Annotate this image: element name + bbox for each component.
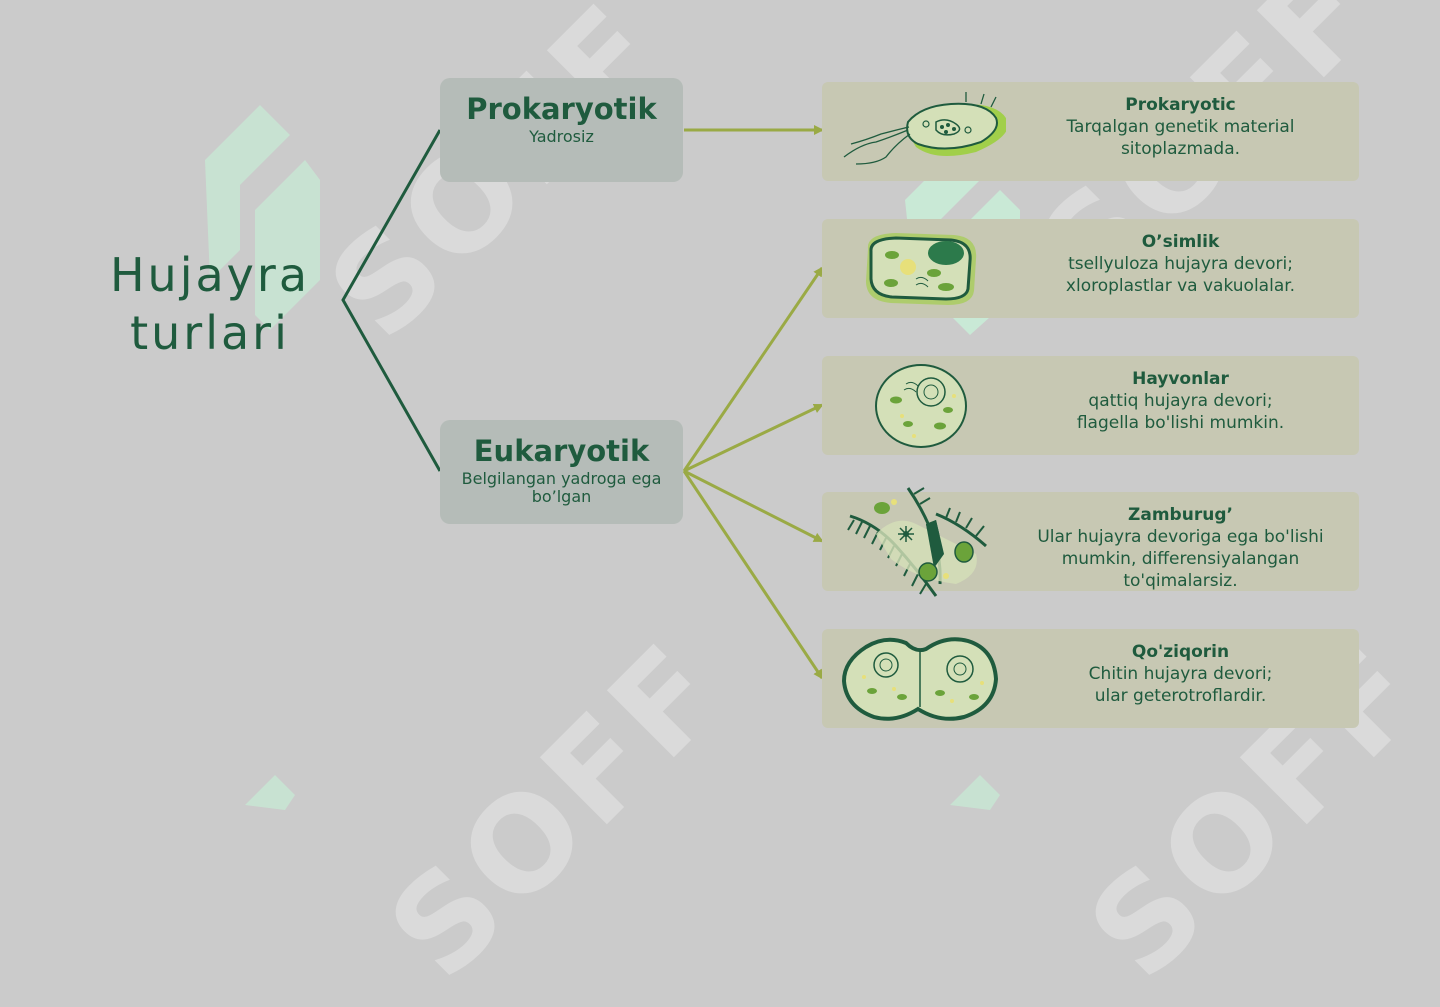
card-title: Qo'ziqorin <box>1131 642 1230 662</box>
plant-cell-icon <box>866 233 977 305</box>
card-title: Hayvonlar <box>1132 369 1229 389</box>
card-fungi: Zamburug’ Ular hujayra devoriga ega bo'l… <box>822 487 1359 597</box>
card-desc-line: qattiq hujayra devori; <box>1088 391 1273 411</box>
category-title: Prokaryotik <box>466 92 657 126</box>
card-plant: O’simlik tsellyuloza hujayra devori; xlo… <box>822 219 1359 318</box>
card-desc-line: Tarqalgan genetik material <box>1066 117 1295 137</box>
card-text: Qo'ziqorin Chitin hujayra devori; ular g… <box>1018 641 1343 707</box>
card-title: Prokaryotic <box>1125 95 1236 115</box>
connector-lines <box>341 125 824 680</box>
card-desc-line: xloroplastlar va vakuolalar. <box>1065 276 1296 296</box>
category-subtitle: Belgilangan yadroga ega bo’lgan <box>461 469 662 506</box>
card-desc-line: sitoplazmada. <box>1120 139 1241 159</box>
card-desc-line: mumkin, differensiyalangan <box>1061 549 1300 569</box>
card-title: Zamburug’ <box>1128 505 1233 525</box>
card-desc-line: tsellyuloza hujayra devori; <box>1068 254 1293 274</box>
bacterium-icon <box>843 92 1006 165</box>
card-desc-line: Ular hujayra devoriga ega bo'lishi <box>1037 527 1324 547</box>
card-desc-line: Chitin hujayra devori; <box>1088 664 1273 684</box>
main-title-line2: turlari <box>130 306 290 360</box>
card-title: O’simlik <box>1141 232 1220 252</box>
animal-cell-icon <box>875 364 967 448</box>
card-text: Prokaryotic Tarqalgan genetik material s… <box>1018 94 1343 160</box>
arrow-fungi <box>683 469 824 543</box>
card-prokaryotic: Prokaryotic Tarqalgan genetik material s… <box>822 82 1359 181</box>
card-desc-line: ular geterotroflardir. <box>1094 686 1267 706</box>
card-text: Zamburug’ Ular hujayra devoriga ega bo'l… <box>1018 504 1343 592</box>
category-eukaryotik: Eukaryotik Belgilangan yadroga ega bo’lg… <box>440 420 683 524</box>
category-prokaryotik: Prokaryotik Yadrosiz <box>440 78 683 182</box>
main-title: Hujayra turlari <box>90 246 330 362</box>
main-title-line1: Hujayra <box>109 248 311 302</box>
card-desc-line: flagella bo'lishi mumkin. <box>1076 413 1285 433</box>
card-text: O’simlik tsellyuloza hujayra devori; xlo… <box>1018 231 1343 297</box>
category-subtitle: Yadrosiz <box>529 127 594 146</box>
category-title: Eukaryotik <box>473 434 650 468</box>
arrow-plant <box>682 266 824 472</box>
fungi-cell-icon <box>847 487 987 597</box>
dividing-cell-icon <box>841 637 999 721</box>
bracket-line <box>341 129 442 472</box>
card-desc-line: to'qimalarsiz. <box>1123 571 1238 591</box>
arrow-animal <box>683 403 824 473</box>
arrow-mold <box>682 470 824 680</box>
card-text: Hayvonlar qattiq hujayra devori; flagell… <box>1018 368 1343 434</box>
card-animal: Hayvonlar qattiq hujayra devori; flagell… <box>822 356 1359 455</box>
card-mold: Qo'ziqorin Chitin hujayra devori; ular g… <box>822 629 1359 728</box>
